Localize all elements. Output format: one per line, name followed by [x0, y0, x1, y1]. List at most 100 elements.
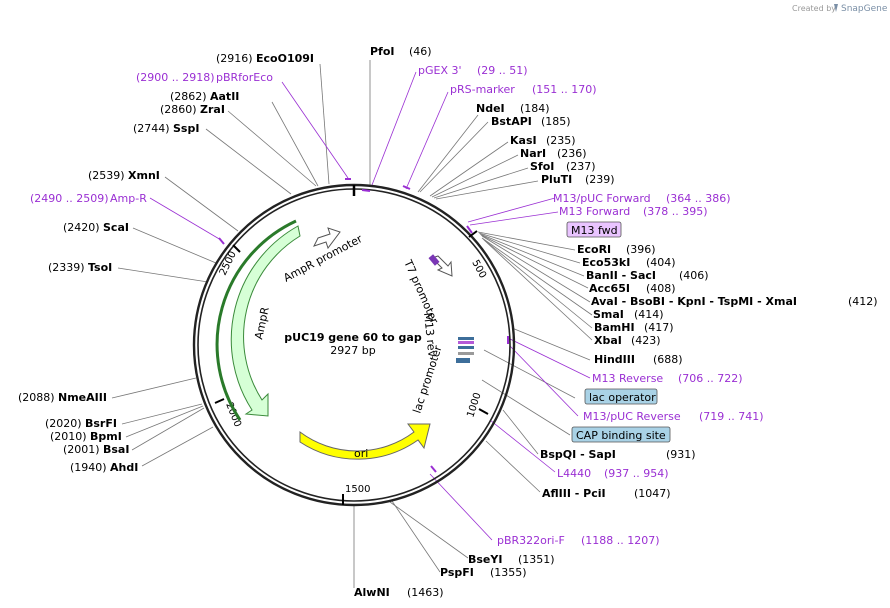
leader-lines — [111, 60, 593, 588]
site-sfoi-pos: (237) — [566, 160, 596, 173]
site-zrai: ZraI — [200, 103, 225, 116]
site-bstapi-pos: (185) — [541, 115, 571, 128]
site-zrai-pos: (2860) — [160, 103, 197, 116]
primer-m13puc-forward: M13/pUC Forward — [553, 192, 651, 205]
site-bamhi: BamHI — [594, 321, 635, 334]
site-bsai: BsaI — [103, 443, 129, 456]
site-aatii: AatII — [210, 90, 239, 103]
boxed-m13-fwd: M13 fwd — [566, 221, 622, 238]
snapgene-logo-icon — [834, 4, 838, 12]
primer-m13-reverse-range: (706 .. 722) — [678, 372, 743, 385]
site-avai-group-pos: (412) — [848, 295, 878, 308]
primer-l4440-range: (937 .. 954) — [604, 467, 669, 480]
boxed-m13-fwd-label: M13 fwd — [571, 224, 618, 237]
ring-ticks — [214, 185, 489, 505]
primer-amp-r-range: (2490 .. 2509) — [30, 192, 109, 205]
primer-pbrforeco: pBRforEco — [216, 71, 273, 84]
site-tsoi-pos: (2339) — [48, 261, 85, 274]
site-bseyi-pos: (1351) — [518, 553, 555, 566]
feature-ampr-arrow — [215, 219, 301, 421]
primer-m13puc-forward-range: (364 .. 386) — [666, 192, 731, 205]
site-tsoi: TsoI — [88, 261, 112, 274]
site-alwni-pos: (1463) — [407, 586, 444, 599]
site-sfoi: SfoI — [530, 160, 554, 173]
site-xmni: XmnI — [128, 169, 160, 182]
site-scai-pos: (2420) — [63, 221, 100, 234]
tick-1500: 1500 — [345, 484, 370, 495]
site-ecori: EcoRI — [577, 243, 611, 256]
site-acc65i: Acc65I — [589, 282, 630, 295]
feature-ampr-label: AmpR — [252, 305, 272, 340]
site-scai: ScaI — [103, 221, 129, 234]
primer-pgex3-range: (29 .. 51) — [477, 64, 528, 77]
site-nmeaiii: NmeAIII — [58, 391, 107, 404]
site-sspi: SspI — [173, 122, 199, 135]
site-afliii-pcii-pos: (1047) — [634, 487, 671, 500]
site-hindiii-pos: (688) — [653, 353, 683, 366]
site-aatii-pos: (2862) — [170, 90, 207, 103]
primer-m13-reverse: M13 Reverse — [592, 372, 663, 385]
site-pfoi: PfoI — [370, 45, 395, 58]
plasmid-name: pUC19 gene 60 to gap — [284, 331, 422, 344]
site-kasi-pos: (235) — [546, 134, 576, 147]
feature-ampr-promoter-arrow — [313, 227, 341, 250]
site-ahdi-pos: (1940) — [70, 461, 107, 474]
site-smai-pos: (414) — [634, 308, 664, 321]
primer-amp-r: Amp-R — [110, 192, 147, 205]
primer-prs-marker-range: (151 .. 170) — [532, 83, 597, 96]
boxed-lac-operator-label: lac operator — [589, 391, 656, 404]
feature-t7-promoter-arrow — [428, 254, 453, 277]
site-bpmi-pos: (2010) — [50, 430, 87, 443]
site-pspfi: PspFI — [440, 566, 474, 579]
site-nmeaiii-pos: (2088) — [18, 391, 55, 404]
site-eco53ki-pos: (404) — [646, 256, 676, 269]
site-eco53ki: Eco53kI — [582, 256, 630, 269]
site-banii-saci: BanII - SacI — [586, 269, 656, 282]
plasmid-length: 2927 bp — [330, 344, 375, 357]
site-xbai: XbaI — [594, 334, 622, 347]
site-hindiii: HindIII — [594, 353, 635, 366]
site-sspi-pos: (2744) — [133, 122, 170, 135]
site-banii-saci-pos: (406) — [679, 269, 709, 282]
site-pfoi-pos: (46) — [409, 45, 432, 58]
tick-1000: 1000 — [465, 391, 483, 419]
primer-pgex3: pGEX 3' — [418, 64, 462, 77]
primer-prs-marker: pRS-marker — [450, 83, 515, 96]
site-bseyi: BseYI — [468, 553, 502, 566]
site-xmni-pos: (2539) — [88, 169, 125, 182]
boxed-cap-site-label: CAP binding site — [576, 429, 666, 442]
site-ndei: NdeI — [476, 102, 505, 115]
site-xbai-pos: (423) — [631, 334, 661, 347]
site-bpmi: BpmI — [90, 430, 122, 443]
site-kasi: KasI — [510, 134, 537, 147]
site-bsrfi: BsrFI — [85, 417, 117, 430]
primer-lines — [149, 71, 591, 541]
site-ndei-pos: (184) — [520, 102, 550, 115]
site-acc65i-pos: (408) — [646, 282, 676, 295]
site-nari-pos: (236) — [557, 147, 587, 160]
site-pluti-pos: (239) — [585, 173, 615, 186]
site-bsrfi-pos: (2020) — [45, 417, 82, 430]
primer-l4440: L4440 — [557, 467, 591, 480]
feature-m13-rev-label: M13 rev — [421, 312, 439, 358]
site-bspqi-sapi-pos: (931) — [666, 448, 696, 461]
site-bsai-pos: (2001) — [63, 443, 100, 456]
site-pluti: PluTI — [541, 173, 572, 186]
site-bstapi: BstAPI — [491, 115, 532, 128]
brand-created-by: Created by — [792, 4, 836, 13]
primer-m13puc-reverse-range: (719 .. 741) — [699, 410, 764, 423]
feature-ori-arrow — [299, 423, 431, 460]
site-bspqi-sapi: BspQI - SapI — [540, 448, 616, 461]
site-alwni: AlwNI — [354, 586, 390, 599]
boxed-cap-site: CAP binding site — [571, 426, 671, 443]
primer-pbr322ori-f: pBR322ori-F — [497, 534, 565, 547]
primer-marks — [218, 178, 509, 473]
site-afliii-pcii: AflIII - PciI — [542, 487, 606, 500]
boxed-lac-operator: lac operator — [584, 388, 658, 405]
site-avai-group: AvaI - BsoBI - KpnI - TspMI - XmaI — [591, 295, 797, 308]
primer-pbrforeco-range: (2900 .. 2918) — [136, 71, 215, 84]
site-ahdi: AhdI — [110, 461, 138, 474]
site-smai: SmaI — [593, 308, 624, 321]
site-ecoo109i-pos: (2916) — [216, 52, 253, 65]
